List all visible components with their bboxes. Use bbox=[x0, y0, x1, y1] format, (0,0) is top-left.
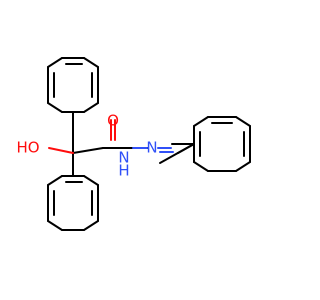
central-skeleton bbox=[72, 111, 195, 177]
structure-canvas: HO O N N H bbox=[16, 57, 251, 231]
carbonyl-oxygen-label: O bbox=[107, 112, 119, 130]
hydroxyl-label: HO bbox=[16, 139, 39, 157]
amide-hydrogen-label: H bbox=[118, 162, 129, 180]
imine-nitrogen-label: N bbox=[146, 139, 157, 157]
right-phenyl-ring bbox=[193, 116, 251, 172]
top-phenyl-ring bbox=[47, 57, 99, 113]
bottom-phenyl-ring bbox=[47, 175, 99, 231]
methyl-bond bbox=[177, 143, 195, 154]
molecule-structure-diagram: HO O N N H bbox=[16, 57, 251, 231]
hetero-bonds bbox=[48, 119, 174, 154]
amide-nitrogen-label: N bbox=[118, 149, 129, 167]
